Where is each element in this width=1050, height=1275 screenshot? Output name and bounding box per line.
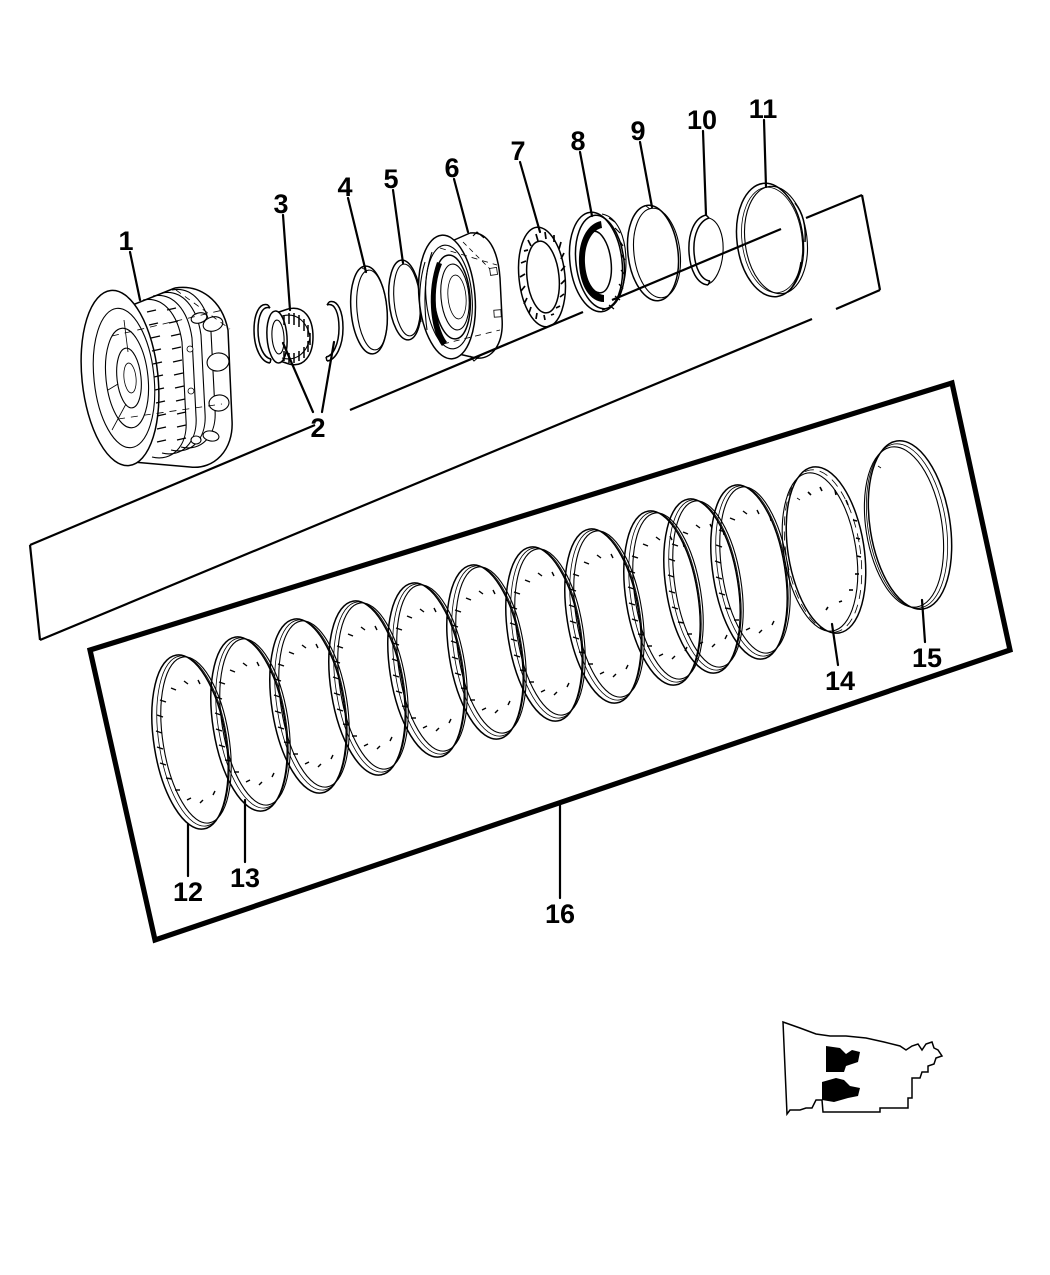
part-3-needle-bearing: [266, 307, 314, 366]
clutch-disc: [663, 498, 744, 674]
part-11-wave-spring-retainer: [735, 182, 809, 298]
snap-ring-left: [253, 303, 272, 364]
callout-7: 7: [510, 136, 525, 166]
callout-4: 4: [337, 172, 352, 202]
callout-leaders: [128, 118, 927, 900]
clutch-disc: [446, 564, 527, 740]
clutch-disc: [151, 654, 232, 830]
callout-16: 16: [545, 899, 575, 929]
callout-12: 12: [173, 877, 203, 907]
clutch-disc: [269, 618, 350, 794]
part-7-tabbed-thrust-washer: [517, 226, 567, 328]
callout-3: 3: [273, 189, 288, 219]
callout-6: 6: [444, 153, 459, 183]
transmission-silhouette-icon: [782, 1020, 944, 1117]
clutch-disc: [210, 636, 291, 812]
callout-2: 2: [310, 413, 325, 443]
part-10-small-retainer-ring: [688, 214, 724, 286]
upper-assembly-panel: [28, 193, 882, 642]
part-8-piston-seal-ring: [568, 211, 627, 313]
clutch-disc: [623, 510, 704, 686]
part-4-thrust-washer-outer: [349, 265, 389, 355]
drum-windows: [186, 312, 230, 445]
callout-11: 11: [749, 94, 778, 124]
clutch-disc: [564, 528, 645, 704]
part-15-clutch-reaction-plate: [863, 440, 953, 610]
part-9-backing-plate: [626, 204, 682, 302]
lower-clutch-pack-panel: [86, 379, 1014, 944]
part-6-clutch-hub: [417, 231, 503, 362]
drum-spline-band: [142, 288, 216, 459]
callout-13: 13: [230, 863, 260, 893]
callout-14: 14: [825, 666, 855, 696]
snap-ring-right: [325, 300, 344, 362]
clutch-disc: [710, 484, 791, 660]
clutch-disc: [328, 600, 409, 776]
clutch-disc: [505, 546, 586, 722]
callout-15: 15: [912, 643, 942, 673]
callout-10: 10: [687, 105, 717, 135]
callout-1: 1: [118, 226, 133, 256]
callout-numbers: 1 2 3 4 5 6 7 8 9 10 11 12 13 14 15 16: [118, 94, 942, 929]
clutch-disc-stack: [151, 484, 791, 830]
callout-5: 5: [383, 164, 398, 194]
callout-8: 8: [570, 126, 585, 156]
clutch-disc: [387, 582, 468, 758]
part-1-clutch-drum-assembly: [80, 286, 233, 468]
callout-9: 9: [630, 116, 645, 146]
